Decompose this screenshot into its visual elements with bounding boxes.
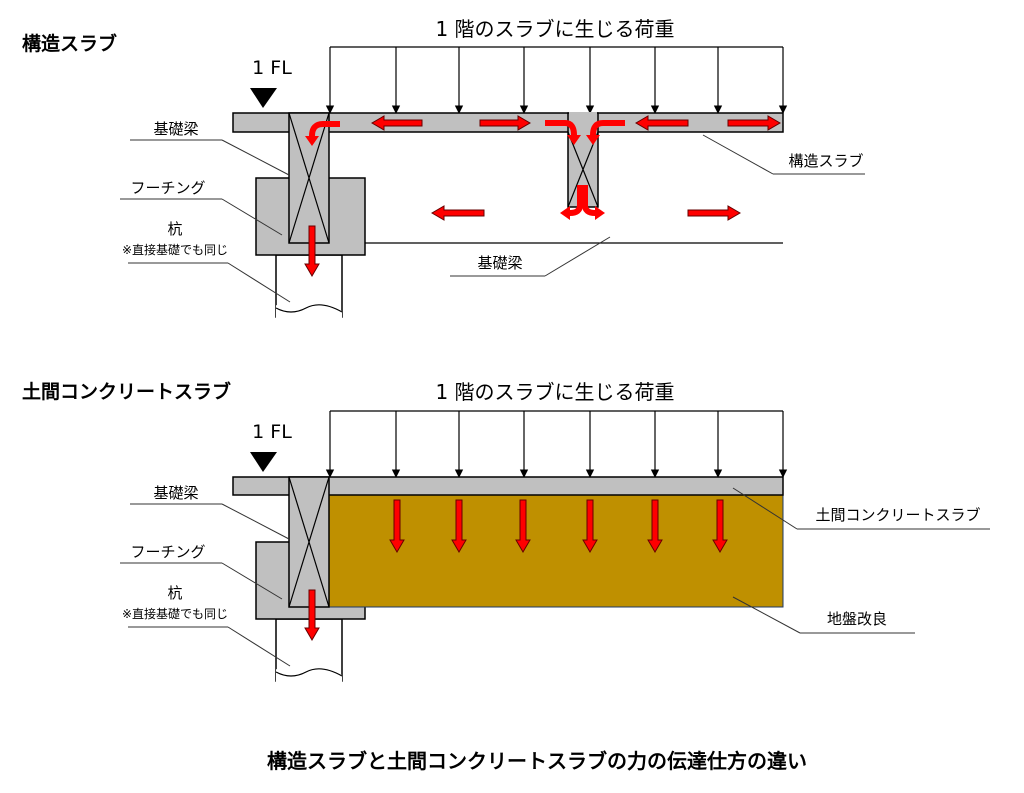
pile-break [276, 668, 342, 686]
leader [702, 134, 774, 175]
curved-force-arrow [309, 121, 340, 137]
leader [227, 626, 291, 667]
pile-break-line [275, 668, 343, 677]
footing-label: フーチング [130, 179, 205, 197]
load-arrows [325, 46, 788, 114]
pile-break-line [275, 304, 343, 313]
beam-cross [288, 476, 330, 608]
leader [732, 596, 801, 634]
leader [221, 198, 283, 236]
arrow-head [567, 135, 581, 145]
ground-improvement [328, 494, 784, 608]
curved-force-arrow [545, 120, 577, 136]
structural-slab-diagram: 構造スラブ 1 階のスラブに生じる荷重 1 FL 基礎梁 フーチング 杭 ※直接… [22, 17, 865, 322]
force-arrow [647, 499, 663, 553]
force-arrow [635, 115, 689, 131]
slab-label: 構造スラブ [788, 152, 863, 170]
fl-label: 1 FL [252, 57, 292, 79]
pile-note: ※直接基礎でも同じ [122, 606, 228, 621]
load-label: 1 階のスラブに生じる荷重 [435, 380, 674, 404]
force-arrow [515, 499, 531, 553]
leader [221, 562, 283, 600]
force-arrow [479, 115, 531, 131]
arrow-head [560, 206, 570, 220]
pile-break [276, 304, 342, 322]
level-triangle-icon [250, 452, 277, 472]
force-arrow [389, 499, 405, 553]
section-title: 構造スラブ [22, 32, 117, 55]
slab-joint [569, 112, 597, 132]
force-arrows [304, 499, 728, 641]
slab-label: 土間コンクリートスラブ [815, 506, 980, 524]
force-arrow [712, 499, 728, 553]
beam-label: 基礎梁 [153, 120, 198, 138]
curved-force-arrow [569, 185, 583, 216]
load-arrows [325, 410, 788, 478]
leader [732, 487, 798, 530]
curved-force-arrow [582, 185, 596, 216]
force-arrow [687, 205, 741, 221]
force-arrows [304, 115, 781, 277]
load-label: 1 階のスラブに生じる荷重 [435, 17, 674, 41]
beam-label: 基礎梁 [153, 484, 198, 502]
fl-label: 1 FL [252, 421, 292, 443]
arrow-head [586, 135, 600, 145]
force-arrow [727, 115, 781, 131]
pile-note: ※直接基礎でも同じ [122, 242, 228, 257]
mid-beam-label: 基礎梁 [477, 254, 522, 272]
force-arrow [582, 499, 598, 553]
section-title: 土間コンクリートスラブ [22, 380, 231, 403]
leader [221, 139, 290, 176]
leader [221, 503, 290, 540]
earth-slab-diagram: 土間コンクリートスラブ 1 階のスラブに生じる荷重 1 FL 基礎梁 フーチング… [22, 380, 990, 686]
force-arrow [304, 589, 320, 641]
earth-concrete-slab [232, 476, 784, 496]
soil-label: 地盤改良 [827, 610, 887, 628]
pile-label: 杭 [167, 220, 182, 238]
arrow-head [595, 206, 605, 220]
caption: 構造スラブと土間コンクリートスラブの力の伝達仕方の違い [267, 749, 807, 773]
curved-force-arrow [590, 120, 625, 136]
force-arrow [371, 115, 423, 131]
force-arrow [304, 225, 320, 277]
footing-label: フーチング [130, 543, 205, 561]
beam-cross [288, 112, 330, 244]
level-triangle-icon [250, 88, 277, 108]
force-arrow [431, 205, 485, 221]
leader [227, 262, 291, 303]
leader [544, 236, 611, 277]
pile-label: 杭 [167, 584, 182, 602]
force-arrow [451, 499, 467, 553]
arrow-head [305, 136, 319, 146]
